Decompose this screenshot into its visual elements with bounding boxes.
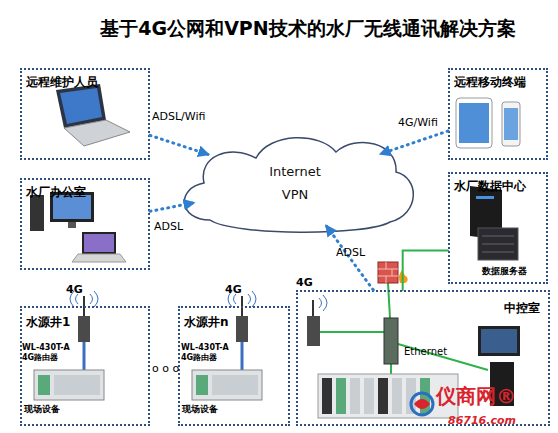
ethernet-wire bbox=[390, 364, 392, 374]
plc-module bbox=[322, 378, 332, 414]
field-cable bbox=[241, 342, 244, 370]
phone-display bbox=[504, 108, 518, 140]
network-link bbox=[150, 135, 209, 154]
laptop-base bbox=[64, 120, 130, 146]
firewall-bricks bbox=[378, 262, 398, 283]
ethernet-wire bbox=[398, 344, 488, 370]
plc-module bbox=[336, 378, 346, 414]
laptop-display bbox=[60, 88, 102, 124]
device-module bbox=[38, 375, 50, 395]
laptop-screen bbox=[82, 232, 116, 254]
storage-slot bbox=[482, 236, 514, 237]
laptop-base bbox=[72, 254, 126, 262]
signal-label: 4G bbox=[66, 283, 83, 297]
storage-server bbox=[478, 228, 518, 260]
device-module bbox=[196, 375, 208, 395]
monitor-display bbox=[481, 329, 517, 353]
link-label: ADSL/Wifi bbox=[152, 110, 205, 123]
link-label: ADSL bbox=[336, 246, 365, 259]
storage-slot bbox=[482, 244, 514, 245]
pc-tower bbox=[30, 195, 44, 231]
box-heading: 中控室 bbox=[504, 300, 540, 317]
ethernet-switch bbox=[384, 318, 398, 364]
box-heading: 水源井n bbox=[184, 314, 229, 331]
signal-label: 4G bbox=[225, 283, 242, 297]
device-label: 现场设备 bbox=[24, 404, 60, 415]
network-link bbox=[150, 203, 194, 212]
ethernet-link bbox=[403, 250, 448, 290]
remote-maintenance-box: 远程维护人员 bbox=[20, 68, 150, 160]
box-heading: 水厂数据中心 bbox=[454, 178, 526, 195]
4g-router bbox=[307, 316, 320, 346]
diagram-title: 基于4G公网和VPN技术的水厂无线通讯解决方案 bbox=[60, 16, 556, 42]
link-label: ADSL bbox=[154, 220, 183, 233]
storage-slot bbox=[482, 252, 514, 253]
4g-router bbox=[236, 316, 248, 342]
laptop-display bbox=[84, 234, 114, 252]
firewall bbox=[378, 262, 398, 283]
link-label: 4G/Wifi bbox=[398, 116, 438, 129]
box-heading: 远程维护人员 bbox=[26, 74, 98, 91]
device-module bbox=[54, 375, 100, 395]
field-device bbox=[34, 370, 104, 400]
internet-cloud: InternetVPN bbox=[170, 128, 420, 238]
4g-router bbox=[78, 316, 90, 342]
watermark-logo bbox=[411, 393, 433, 415]
ellipsis-mark: o o o bbox=[152, 362, 179, 376]
firewall-flame bbox=[399, 269, 408, 283]
plc-module bbox=[364, 378, 374, 414]
network-label: Ethernet bbox=[404, 346, 447, 359]
monitor-stand bbox=[68, 222, 76, 228]
tablet bbox=[456, 98, 492, 148]
plc-module bbox=[378, 378, 388, 414]
antenna bbox=[312, 300, 314, 318]
box-heading: 水厂办公室 bbox=[26, 184, 86, 201]
server-label: 数据服务器 bbox=[482, 266, 527, 277]
tablet-display bbox=[459, 103, 489, 143]
monitor bbox=[478, 326, 520, 356]
cloud-text: Internet bbox=[269, 164, 321, 179]
ethernet-wire bbox=[320, 331, 384, 333]
watermark-logo bbox=[414, 399, 430, 409]
server-light bbox=[476, 196, 494, 199]
ethernet-wire bbox=[388, 283, 390, 318]
device-module bbox=[212, 375, 258, 395]
device-label: 现场设备 bbox=[182, 404, 218, 415]
signal-label: 4G bbox=[296, 276, 313, 290]
router-label: WL-430T-A 4G路由器 bbox=[181, 343, 237, 363]
cloud-text: VPN bbox=[282, 187, 308, 202]
radio-waves bbox=[319, 295, 327, 311]
watermark: 仪商网® bbox=[436, 384, 516, 409]
box-heading: 水源井1 bbox=[26, 314, 70, 331]
watermark: 86716.com bbox=[448, 414, 516, 428]
cloud-outline bbox=[184, 138, 413, 233]
office-box: 水厂办公室 bbox=[20, 178, 150, 270]
network-link bbox=[326, 225, 373, 290]
plc-module bbox=[350, 378, 360, 414]
box-heading: 远程移动终端 bbox=[454, 74, 526, 91]
router-label: WL-430T-A 4G路由器 bbox=[22, 343, 78, 363]
phone bbox=[502, 102, 520, 146]
mobile-terminal-box: 远程移动终端 bbox=[448, 68, 548, 160]
plc-module bbox=[392, 378, 402, 414]
field-cable bbox=[83, 342, 86, 370]
network-link bbox=[380, 131, 448, 154]
field-device bbox=[192, 370, 262, 400]
